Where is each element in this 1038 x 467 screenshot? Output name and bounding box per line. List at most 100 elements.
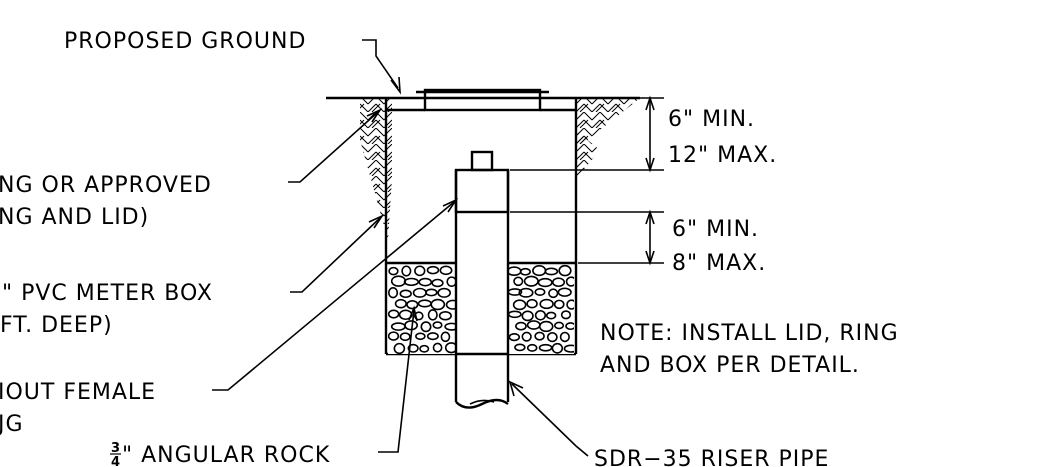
label-rock-fraction-num: 3 (111, 441, 121, 456)
rock-stone (563, 344, 574, 353)
label-proposed-ground: PROPOSED GROUND (64, 29, 306, 54)
rock-stone (548, 288, 559, 299)
rock-stone (544, 267, 559, 276)
label-cleanout-line2: JG (0, 412, 24, 437)
rock-stone (415, 332, 426, 341)
rock-stone (388, 309, 400, 319)
rock-stone (534, 331, 545, 341)
label-lid-line1: NG OR APPROVED (0, 173, 212, 198)
rock-fill (386, 261, 576, 354)
label-cleanout-line1: IOUT FEMALE (0, 380, 156, 405)
label-dim2-max: 8" MAX. (672, 251, 766, 276)
rock-stone (414, 265, 426, 277)
rock-stone (539, 298, 554, 310)
rock-stone (553, 321, 565, 330)
soil-hatch-right (575, 98, 640, 180)
rock-stone (426, 265, 440, 275)
rock-stone (514, 343, 526, 352)
rock-stone (513, 276, 524, 287)
meter-lid (416, 88, 549, 112)
rock-stone (557, 287, 572, 297)
rock-stone (413, 311, 424, 321)
rock-stone (553, 299, 565, 310)
rock-stone (403, 277, 420, 287)
rock-stone (431, 278, 444, 288)
label-riser: SDR−35 RISER PIPE (594, 447, 829, 467)
rock-stone (418, 277, 433, 287)
rock-stone (437, 287, 451, 298)
rock-stone (565, 276, 574, 287)
rock-stone (537, 277, 553, 288)
rock-stone (446, 276, 456, 288)
leader-riser (508, 380, 589, 457)
rock-stone (551, 342, 564, 354)
rock-stone (508, 333, 521, 342)
rock-stone (526, 298, 538, 309)
ring (384, 98, 578, 112)
rock-stone (521, 310, 534, 322)
rock-stone (388, 287, 399, 299)
rock-stone (388, 266, 399, 276)
label-rock: " ANGULAR ROCK (122, 443, 330, 467)
rock-stone (519, 267, 531, 276)
rock-stone (399, 332, 411, 342)
leader-cleanout (212, 198, 459, 391)
rock-stone (438, 311, 452, 321)
rock-stone (425, 288, 438, 297)
label-rock-fraction-den: 4 (111, 455, 121, 467)
cleanout-adapter (454, 150, 510, 214)
rock-stone (419, 344, 430, 353)
rock-stone (545, 311, 557, 320)
rock-stone (420, 321, 432, 333)
leader-box (290, 214, 385, 293)
rock-stone (427, 309, 438, 321)
dimension-lid-depth (510, 95, 664, 173)
rock-stone (432, 321, 443, 329)
rock-stone (394, 298, 407, 309)
rock-stone (546, 332, 558, 343)
rock-stone (566, 299, 574, 310)
rock-stone (512, 299, 527, 311)
rock-stone (430, 298, 446, 311)
label-dim1-min: 6" MIN. (668, 107, 755, 132)
soil-hatch-left (360, 98, 392, 240)
riser-pipe (454, 170, 510, 409)
rock-stone (515, 321, 527, 331)
rock-stone (440, 331, 451, 343)
rock-stone (406, 299, 419, 310)
rock-stone (559, 331, 570, 343)
leader-lid (288, 108, 383, 183)
rock-stone (444, 342, 456, 354)
rock-stone (518, 287, 534, 298)
rock-stone (526, 343, 538, 352)
rock-stone (439, 265, 453, 276)
rock-stone (393, 342, 406, 354)
rock-stone (521, 331, 532, 342)
rock-stone (538, 320, 554, 333)
rock-stone (432, 342, 443, 353)
note-line2: AND BOX PER DETAIL. (600, 353, 860, 378)
rock-stone (407, 343, 419, 353)
label-dim1-max: 12" MAX. (668, 143, 777, 168)
rock-stone (558, 264, 572, 277)
label-box-line1: " PVC METER BOX (2, 281, 213, 306)
label-lid-line2: NG AND LID) (0, 205, 149, 230)
dimension-rock-depth (510, 209, 664, 266)
rock-stone (534, 310, 547, 321)
note-line1: NOTE: INSTALL LID, RING (600, 321, 899, 346)
rock-stone (551, 277, 566, 288)
rock-stone (534, 288, 546, 297)
label-dim2-min: 6" MIN. (672, 217, 759, 242)
rock-stone (388, 331, 400, 341)
rock-stone (401, 265, 412, 277)
rock-stone (565, 322, 574, 331)
label-box-line2: FT. DEEP) (0, 313, 113, 338)
rock-stone (560, 310, 572, 320)
rock-stone (445, 299, 456, 310)
rock-stone (444, 322, 456, 331)
rock-stone (426, 332, 439, 341)
leader-proposed-ground (362, 39, 401, 95)
rock-stone (399, 289, 412, 299)
